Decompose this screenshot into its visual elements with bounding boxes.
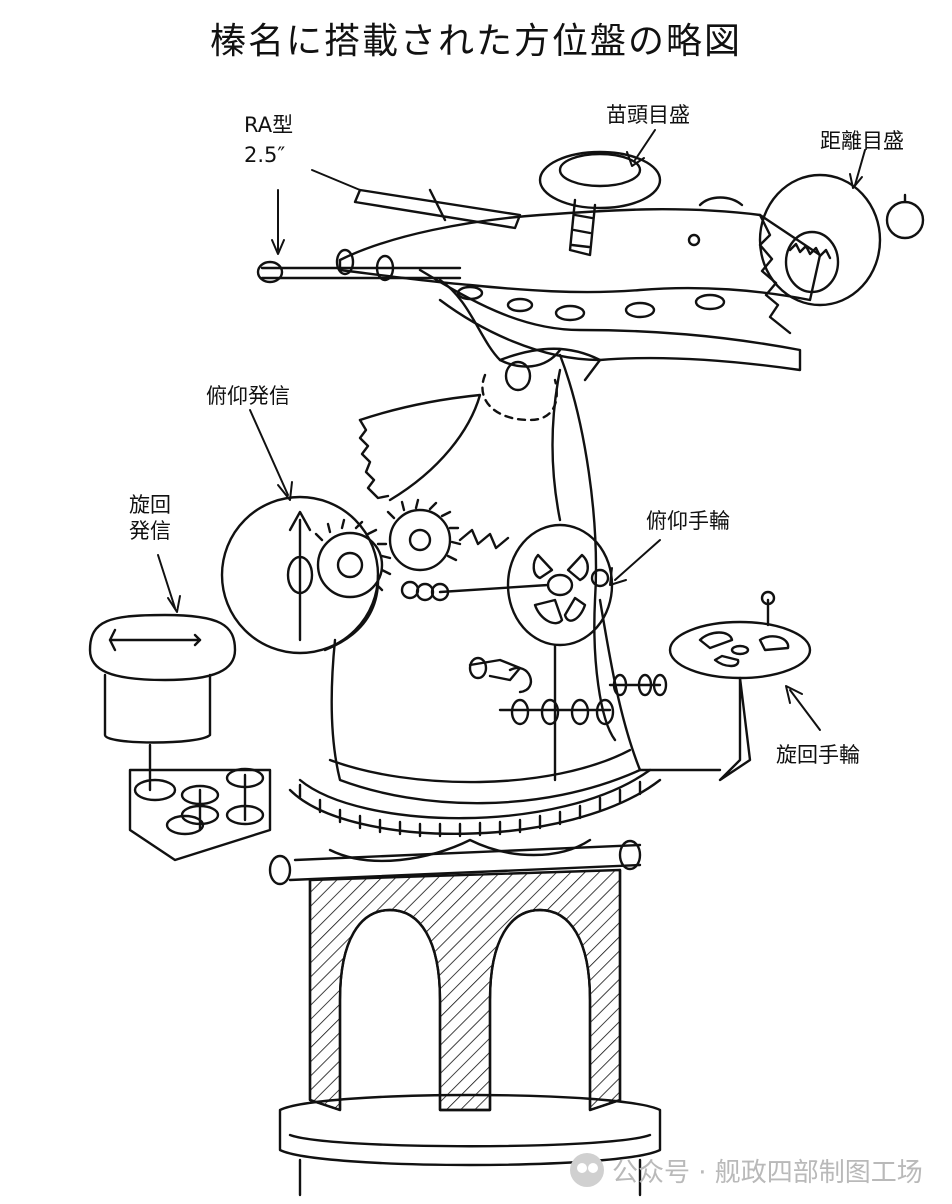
- label-ra-type: RA型: [244, 113, 294, 137]
- pedestal-base: [268, 838, 662, 1197]
- training-handwheel-drawing: [638, 590, 812, 782]
- elevation-transmitter-gears: [220, 495, 510, 655]
- director-column: [288, 278, 662, 838]
- label-ra-size: 2.5″: [244, 143, 286, 167]
- leader-lines: [157, 129, 866, 731]
- training-transmitter: [88, 613, 272, 862]
- label-range-scale: 距離目盛: [820, 129, 904, 153]
- watermark-text: 公众号 · 舰政四部制图工场: [612, 1157, 923, 1188]
- label-bearing-scale: 苗頭目盛: [606, 103, 690, 127]
- internal-mechanism: [468, 656, 668, 726]
- label-training-transmitter-line1: 旋回: [129, 493, 171, 517]
- label-elevation-handwheel: 俯仰手輪: [646, 509, 730, 533]
- label-elevation-transmitter: 俯仰発信: [206, 384, 290, 408]
- sight-assembly: [256, 150, 925, 372]
- elevation-handwheel: [438, 523, 614, 782]
- label-training-handwheel: 旋回手輪: [776, 743, 860, 767]
- watermark: 公众号 · 舰政四部制图工场: [570, 1150, 940, 1190]
- wechat-icon: [570, 1153, 604, 1187]
- label-training-transmitter: 旋回 発信: [118, 492, 182, 544]
- label-training-transmitter-line2: 発信: [129, 519, 171, 543]
- page-title: 榛名に搭載された方位盤の略図: [209, 21, 742, 62]
